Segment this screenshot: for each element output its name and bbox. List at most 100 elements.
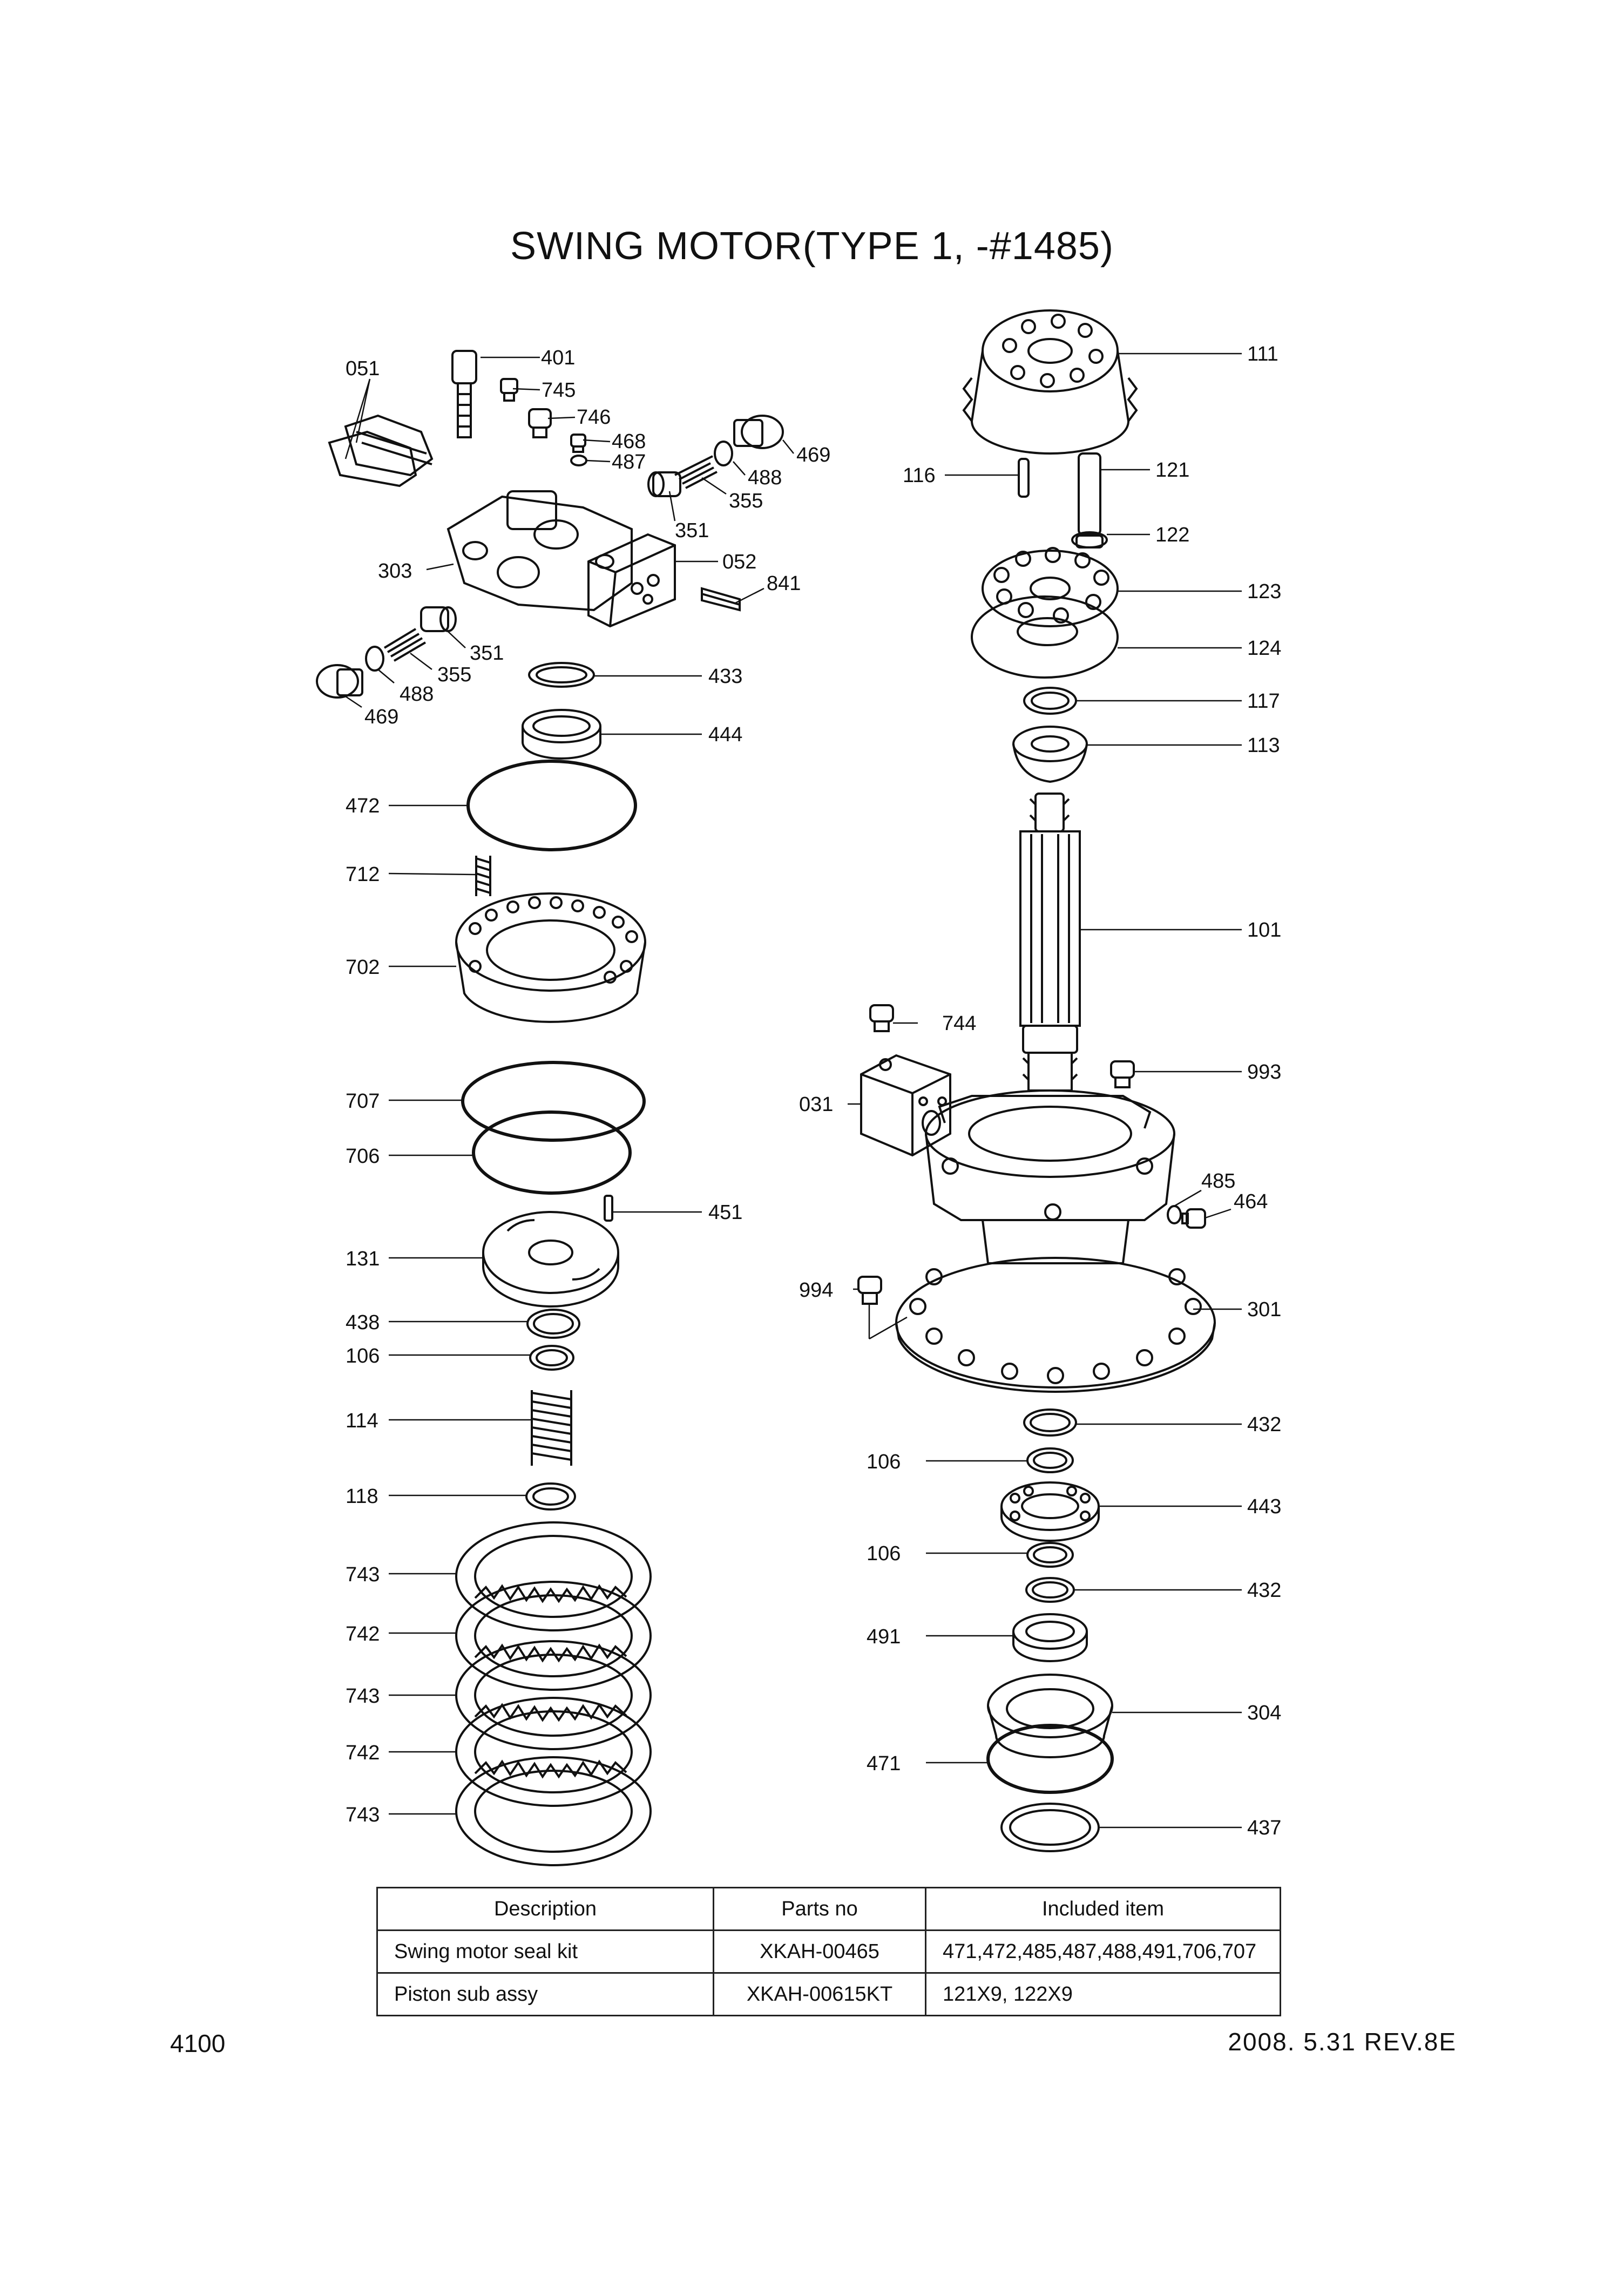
label-487: 487 [612, 451, 646, 473]
part-031-valve-block [860, 1054, 951, 1157]
label-124: 124 [1247, 637, 1281, 660]
part-052-valve-block [587, 533, 676, 628]
page-number: 4100 [170, 2029, 226, 2057]
label-469-lower: 469 [364, 706, 398, 728]
part-745-plug [500, 378, 518, 402]
label-488-lower: 488 [400, 683, 434, 706]
part-303-valve-casing [446, 490, 633, 612]
part-487-oring [570, 455, 587, 466]
row-parts-no: XKAH-00465 [713, 1929, 926, 1974]
part-468-plug [570, 434, 586, 453]
part-351-poppet-upper [647, 471, 681, 497]
label-351-upper: 351 [675, 519, 709, 542]
label-469-upper: 469 [796, 444, 830, 466]
label-994: 994 [799, 1279, 833, 1302]
part-106-spacer-right-lower [1026, 1542, 1074, 1568]
row-description: Piston sub assy [376, 1972, 714, 2016]
label-993: 993 [1247, 1061, 1281, 1083]
part-707-oring [461, 1061, 646, 1142]
label-114: 114 [346, 1410, 378, 1432]
table-header-row: Description Parts no Included item [376, 1887, 1281, 1931]
label-113: 113 [1247, 734, 1280, 757]
part-304-cover [987, 1674, 1113, 1758]
row-parts-no: XKAH-00615KT [713, 1972, 926, 2016]
part-labels: 051 401 745 746 468 487 469 488 355 351 … [346, 343, 1281, 1839]
part-993-plug [1110, 1060, 1135, 1088]
label-117: 117 [1247, 690, 1280, 713]
label-432-upper: 432 [1247, 1413, 1281, 1436]
column-header-parts-no: Parts no [713, 1887, 926, 1931]
part-121-piston [1078, 452, 1101, 536]
kit-table: Description Parts no Included item Swing… [376, 1887, 1281, 2016]
part-443-roller-bearing [1000, 1481, 1100, 1542]
part-712-spring [475, 856, 491, 896]
label-123: 123 [1247, 580, 1281, 603]
part-841-bolt [701, 587, 741, 612]
page-title: SWING MOTOR(TYPE 1, -#1485) [510, 225, 1114, 268]
part-106-spacer-left [529, 1345, 574, 1371]
part-116-pin [1018, 458, 1030, 498]
label-131: 131 [346, 1248, 380, 1270]
label-101: 101 [1247, 919, 1281, 942]
label-742-2: 742 [346, 1742, 380, 1764]
label-116: 116 [903, 464, 936, 487]
label-303: 303 [378, 560, 412, 583]
label-841: 841 [767, 572, 801, 595]
column-header-included-item: Included item [925, 1887, 1281, 1931]
row-description: Swing motor seal kit [376, 1929, 714, 1974]
part-743-plate-3 [455, 1756, 652, 1866]
label-118: 118 [346, 1485, 378, 1508]
label-438: 438 [346, 1311, 380, 1334]
label-485: 485 [1201, 1170, 1235, 1193]
label-106-right-lower: 106 [867, 1542, 901, 1565]
label-106-left: 106 [346, 1345, 380, 1367]
label-355-lower: 355 [437, 663, 471, 686]
part-123-retainer-plate [982, 547, 1119, 627]
part-433-snap-ring [528, 662, 595, 688]
part-469-plug-upper [733, 415, 784, 449]
column-header-description: Description [376, 1887, 714, 1931]
part-464-plug [1181, 1208, 1206, 1229]
part-114-spring [531, 1390, 572, 1466]
part-742-plate-1 [455, 1581, 652, 1691]
part-994-plug [857, 1276, 882, 1305]
part-355-spring-lower [383, 628, 427, 662]
label-433: 433 [708, 665, 742, 688]
part-355-spring-upper [674, 455, 718, 489]
leader-lines [344, 353, 1242, 1829]
label-743-2: 743 [346, 1685, 380, 1708]
part-451-pin [604, 1195, 613, 1222]
part-444-needle-bearing [522, 709, 601, 760]
part-118-ring [525, 1482, 576, 1511]
part-742-plate-2 [455, 1697, 652, 1807]
label-464: 464 [1234, 1190, 1268, 1213]
label-111: 111 [1247, 343, 1278, 365]
label-471: 471 [867, 1752, 901, 1775]
part-432-snap-ring-upper [1023, 1408, 1077, 1437]
row-included-items: 471,472,485,487,488,491,706,707 [925, 1929, 1281, 1974]
label-743-1: 743 [346, 1563, 380, 1586]
row-included-items: 121X9, 122X9 [925, 1972, 1281, 2016]
label-706: 706 [346, 1145, 380, 1168]
part-131-valve-plate [482, 1211, 619, 1308]
label-121: 121 [1155, 459, 1189, 482]
label-746: 746 [577, 406, 611, 429]
label-437: 437 [1247, 1817, 1281, 1839]
label-052: 052 [722, 551, 756, 573]
part-432-snap-ring-lower [1025, 1577, 1075, 1603]
part-485-oring [1167, 1205, 1182, 1224]
label-491: 491 [867, 1626, 901, 1648]
label-743-3: 743 [346, 1804, 380, 1826]
label-106-right-upper: 106 [867, 1451, 901, 1473]
part-106-spacer-right-upper [1026, 1447, 1074, 1473]
part-488-oring-lower [365, 646, 384, 672]
label-351-lower: 351 [470, 642, 504, 665]
part-469-plug-lower [316, 664, 363, 699]
part-122-shoe [1071, 531, 1108, 548]
label-444: 444 [708, 723, 742, 746]
label-488-upper: 488 [748, 466, 782, 489]
part-491-oil-seal [1012, 1613, 1088, 1662]
part-051-relief-valve [328, 414, 434, 487]
label-707: 707 [346, 1090, 380, 1113]
